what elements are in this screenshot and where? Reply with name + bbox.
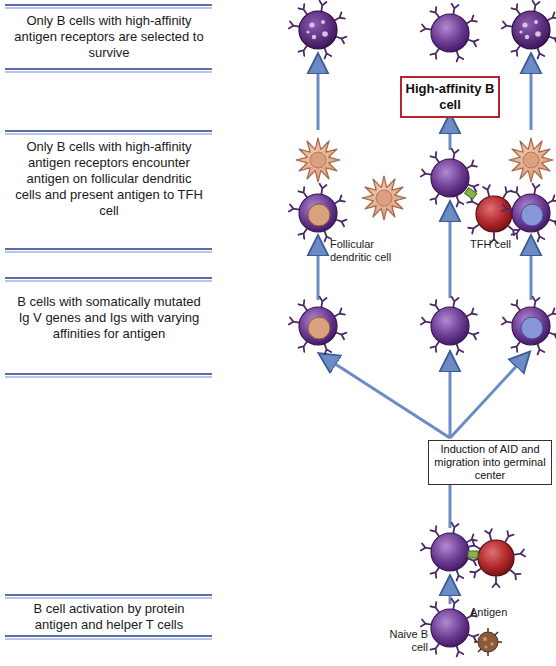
process-box: Induction of AID and migration into germ… [428, 440, 552, 485]
step-note: B cells with somatically mutated Ig V ge… [14, 294, 204, 342]
flow-arrows [318, 62, 531, 604]
highlight-box: High-affinity B cell [400, 76, 500, 118]
step-note: B cell activation by protein antigen and… [14, 601, 204, 633]
step-note: Only B cells with high-affinity antigen … [14, 139, 204, 219]
node-text: Induction of AID and migration into germ… [433, 443, 547, 482]
step-note: Only B cells with high-affinity antigen … [14, 13, 204, 61]
node-text: High-affinity B cell [402, 81, 498, 113]
band-rules [5, 5, 212, 639]
cells [289, 1, 556, 657]
cell-label: TFH cell [470, 238, 530, 251]
cell-label: Follicular dendritic cell [330, 238, 392, 264]
cell-label: Naive B cell [386, 628, 428, 654]
cell-label: Antigen [470, 606, 530, 619]
